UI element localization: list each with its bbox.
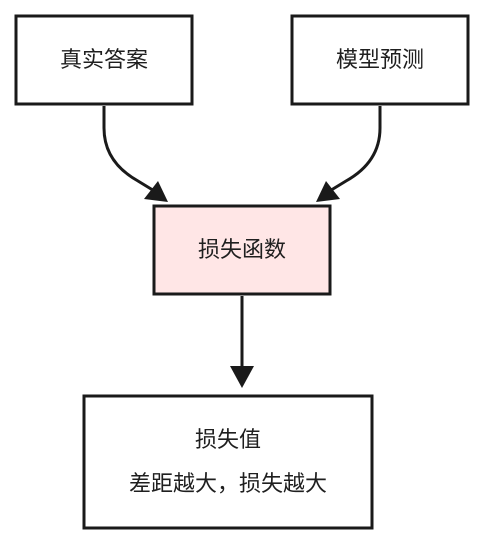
arrowhead-prediction-icon [316, 181, 340, 202]
node-truth-label: 真实答案 [60, 48, 148, 73]
node-prediction[interactable]: 模型预测 [290, 14, 470, 106]
node-loss-value[interactable]: 损失值 差距越大，损失越大 [82, 394, 374, 530]
edge-prediction-to-loss-function [327, 106, 382, 194]
node-loss-function-label: 损失函数 [198, 238, 286, 263]
arrowhead-down-icon [230, 366, 254, 388]
node-prediction-label: 模型预测 [336, 48, 424, 73]
node-loss-value-title: 损失值 [195, 428, 261, 453]
node-loss-value-description: 差距越大，损失越大 [129, 472, 327, 497]
node-loss-value-box [82, 394, 374, 530]
node-loss-function[interactable]: 损失函数 [152, 204, 332, 296]
node-truth[interactable]: 真实答案 [14, 14, 194, 106]
node-prediction-box [290, 14, 470, 106]
edge-truth-to-loss-function [102, 106, 157, 194]
arrowhead-truth-icon [144, 181, 168, 202]
node-truth-box [14, 14, 194, 106]
node-loss-function-box [152, 204, 332, 296]
